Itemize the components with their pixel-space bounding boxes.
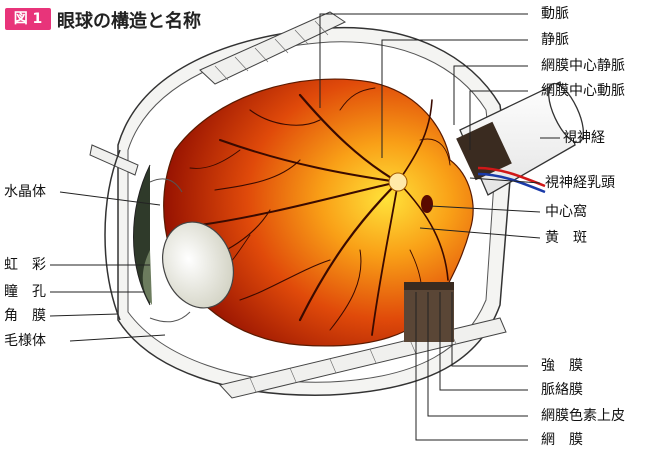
label-central-retinal-artery: 網膜中心動脈 — [541, 83, 625, 99]
label-iris: 虹 彩 — [4, 257, 46, 273]
label-central-retinal-vein: 網膜中心静脈 — [541, 58, 625, 74]
figure-number-badge: 図 1 — [5, 8, 51, 30]
label-ciliary-body: 毛様体 — [4, 333, 46, 349]
layer-cutaway — [404, 282, 454, 342]
label-optic-disc: 視神経乳頭 — [545, 175, 615, 191]
label-cornea: 角 膜 — [4, 308, 46, 324]
label-macula: 黄 斑 — [545, 230, 587, 246]
label-sclera: 強 膜 — [541, 358, 583, 374]
optic-disc — [389, 173, 407, 191]
label-joumyaku: 静脈 — [541, 32, 569, 48]
fovea — [421, 195, 433, 213]
label-lens: 水晶体 — [4, 184, 46, 200]
label-retina: 網 膜 — [541, 432, 583, 448]
label-choroid: 脈絡膜 — [541, 382, 583, 398]
label-fovea: 中心窩 — [545, 204, 587, 220]
label-doumyaku: 動脈 — [541, 6, 569, 22]
label-optic-nerve: 視神経 — [563, 130, 605, 146]
label-rpe: 網膜色素上皮 — [541, 408, 625, 424]
figure-title: 眼球の構造と名称 — [57, 7, 201, 33]
label-pupil: 瞳 孔 — [4, 284, 46, 300]
